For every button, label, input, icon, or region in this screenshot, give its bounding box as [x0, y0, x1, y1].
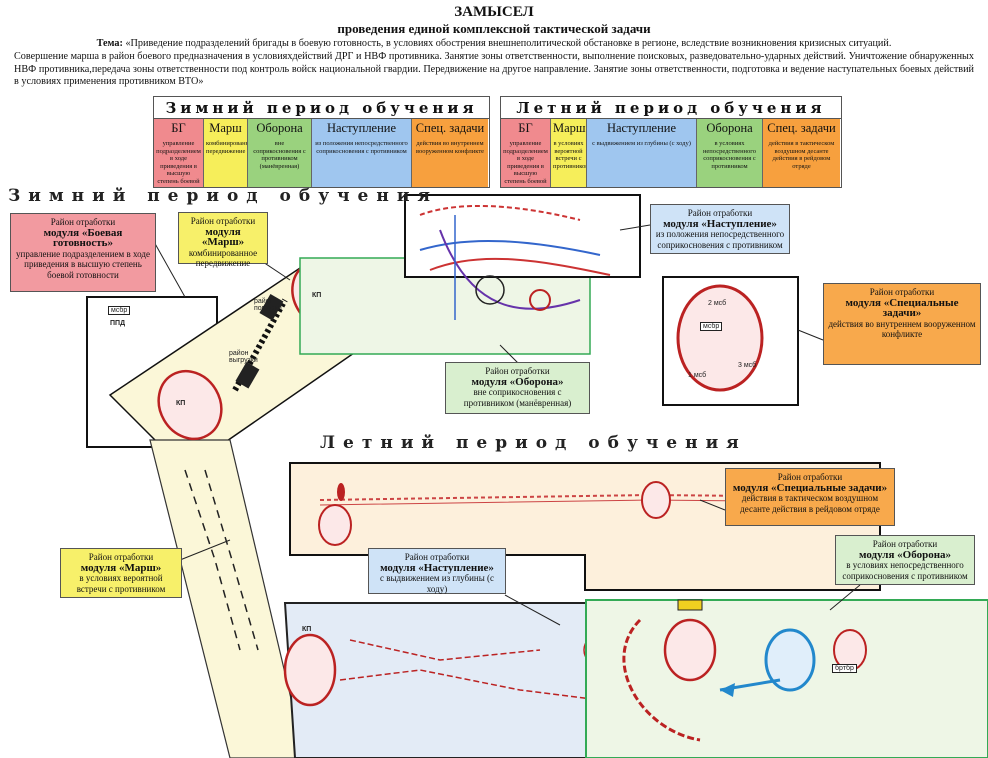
callout-module: модуля «Наступление»: [663, 217, 777, 230]
summer-section-title: Летний период обучения: [320, 433, 747, 453]
legend-cell-title: БГ: [171, 121, 186, 135]
callout-special-summer: Район отработки модуля «Специальные зада…: [725, 468, 895, 526]
march-area-summer: [149, 439, 306, 758]
legend-cell-title: Марш: [553, 121, 586, 135]
callout-desc: в условиях вероятной встречи с противник…: [76, 573, 166, 594]
callout-line1: Район отработки: [869, 287, 935, 297]
legend-cell-bg: БГ управление подразделением в ходе приве…: [501, 119, 551, 187]
legend-cell-title: Оборона: [706, 121, 753, 135]
theme-text: «Приведение подразделений бригады в боев…: [125, 38, 892, 49]
callout-module: модуля «Оборона»: [471, 375, 564, 388]
callout-desc: из положения непосредственного соприкосн…: [655, 229, 785, 250]
callout-march-winter: Район отработки модуля «Марш» комбиниров…: [178, 212, 268, 268]
callout-module: модуля «Марш»: [201, 225, 245, 248]
legend-cell-march: Марш в условиях вероятной встречи с проти…: [551, 119, 587, 187]
callout-desc: управление подразделением в ходе приведе…: [16, 248, 150, 280]
unit-label-msb1: 1 мсб: [688, 372, 707, 379]
callout-module: модуля «Специальные задачи»: [845, 296, 959, 319]
callout-line1: Район отработки: [88, 552, 154, 562]
legend-cell-desc: с выдвижением из глубины (с ходу): [592, 140, 691, 147]
legend-cell-desc: комбинированное передвижение: [206, 140, 247, 155]
callout-line1: Район отработки: [485, 366, 550, 376]
legend-cell-desc: действия во внутреннем вооруженном конфл…: [415, 140, 485, 155]
legend-cell-title: Спец. задачи: [767, 121, 836, 135]
callout-line1: Район отработки: [872, 539, 938, 549]
callout-line1: Район отработки: [777, 472, 843, 482]
unit-label-msb2: 2 мсб: [708, 300, 727, 307]
unit-label-mspb: мсбр: [108, 306, 131, 315]
legend-cell-title: БГ: [518, 121, 533, 135]
kp-label: КП: [176, 400, 186, 407]
legend-cell-special: Спец. задачи действия во внутреннем воору…: [412, 119, 488, 187]
legend-cell-title: Марш: [209, 121, 242, 135]
kp-label: КП: [312, 292, 322, 299]
callout-attack-winter: Район отработки модуля «Наступление» из …: [650, 204, 790, 254]
callout-desc: действия во внутреннем вооруженном конфл…: [828, 318, 976, 340]
callout-module: модуля «Оборона»: [858, 548, 952, 561]
callout-line1: Район отработки: [404, 552, 470, 562]
callout-module: модуля «Боевая готовность»: [43, 226, 123, 249]
summer-legend-header: Летний период обучения: [501, 97, 841, 119]
legend-cell-desc: в условиях непосредственного соприкоснов…: [702, 140, 757, 170]
callout-desc: комбинированное передвижение: [188, 247, 258, 269]
body-text: Совершение марша в район боевого предназ…: [14, 51, 974, 87]
attack-area-winter: [404, 194, 641, 278]
callout-line1: Район отработки: [50, 217, 116, 227]
callout-desc: с выдвижением из глубины (с ходу): [379, 573, 495, 594]
callout-desc: в условиях непосредственного соприкоснов…: [842, 560, 968, 581]
unit-label-btbr: бртбр: [832, 664, 857, 673]
unloading-area-label: район выгрузки: [229, 350, 258, 364]
page-title: ЗАМЫСЕЛ: [454, 4, 534, 20]
winter-legend-header: Зимний период обучения: [154, 97, 489, 119]
legend-cell-title: Оборона: [256, 121, 303, 135]
unit-label-msb3: 3 мсб: [738, 362, 757, 369]
legend-cell-desc: управление подразделением в ходе приведе…: [503, 140, 548, 187]
callout-march-summer: Район отработки модуля «Марш» в условиях…: [60, 548, 182, 598]
callout-defense-summer: Район отработки модуля «Оборона» в услов…: [835, 535, 975, 585]
legend-cell-desc: из положения непосредственного соприкосн…: [315, 140, 408, 155]
theme-label: Тема:: [96, 38, 123, 49]
callout-desc: действия в тактическом воздушном десанте…: [740, 493, 880, 514]
legend-cell-title: Спец. задачи: [415, 121, 485, 135]
callout-attack-summer: Район отработки модуля «Наступление» с в…: [368, 548, 506, 594]
legend-cell-attack: Наступление с выдвижением из глубины (с х…: [587, 119, 697, 187]
kp-label: КП: [302, 626, 312, 633]
legend-cell-march: Марш комбинированное передвижение: [204, 119, 248, 187]
callout-desc: вне соприкосновения с противником (манёв…: [463, 387, 572, 408]
callout-module: модуля «Специальные задачи»: [732, 481, 888, 494]
legend-cell-title: Наступление: [606, 121, 677, 135]
legend-cell-desc: действия в тактическом воздушном десанте…: [768, 140, 835, 170]
loading-area-label: район погрузки: [254, 298, 282, 312]
unit-label-mspb: мсбр: [700, 322, 723, 331]
legend-cell-attack: Наступление из положения непосредственног…: [312, 119, 412, 187]
summer-legend: Летний период обучения БГ управление подр…: [500, 96, 842, 188]
theme-line: Тема: «Приведение подразделений бригады …: [14, 38, 974, 51]
callout-special-winter: Район отработки модуля «Специальные зада…: [823, 283, 981, 365]
winter-legend: Зимний период обучения БГ управление подр…: [153, 96, 490, 188]
callout-defense-winter: Район отработки модуля «Оборона» вне соп…: [445, 362, 590, 414]
legend-cell-title: Наступление: [326, 121, 397, 135]
callout-line1: Район отработки: [687, 208, 753, 218]
attack-area-summer: [283, 602, 636, 758]
callout-module: модуля «Наступление»: [380, 561, 494, 574]
page-subtitle: проведения единой комплексной тактическо…: [337, 21, 651, 36]
legend-cell-bg: БГ управление подразделением в ходе приве…: [154, 119, 204, 187]
callout-module: модуля «Марш»: [80, 561, 162, 574]
unit-label-ppd: ППД: [110, 320, 126, 327]
legend-cell-desc: вне соприкосновения с противником (манёв…: [253, 140, 306, 170]
callout-bg-winter: Район отработки модуля «Боевая готовност…: [10, 213, 156, 292]
winter-section-title: Зимний период обучения: [8, 186, 438, 206]
callout-line1: Район отработки: [190, 216, 256, 226]
legend-cell-desc: управление подразделением в ходе приведе…: [156, 140, 201, 187]
legend-cell-defense: Оборона вне соприкосновения с противником…: [248, 119, 312, 187]
legend-cell-special: Спец. задачи действия в тактическом возду…: [763, 119, 840, 187]
legend-cell-desc: в условиях вероятной встречи с противник…: [553, 140, 587, 170]
legend-cell-defense: Оборона в условиях непосредственного сопр…: [697, 119, 763, 187]
